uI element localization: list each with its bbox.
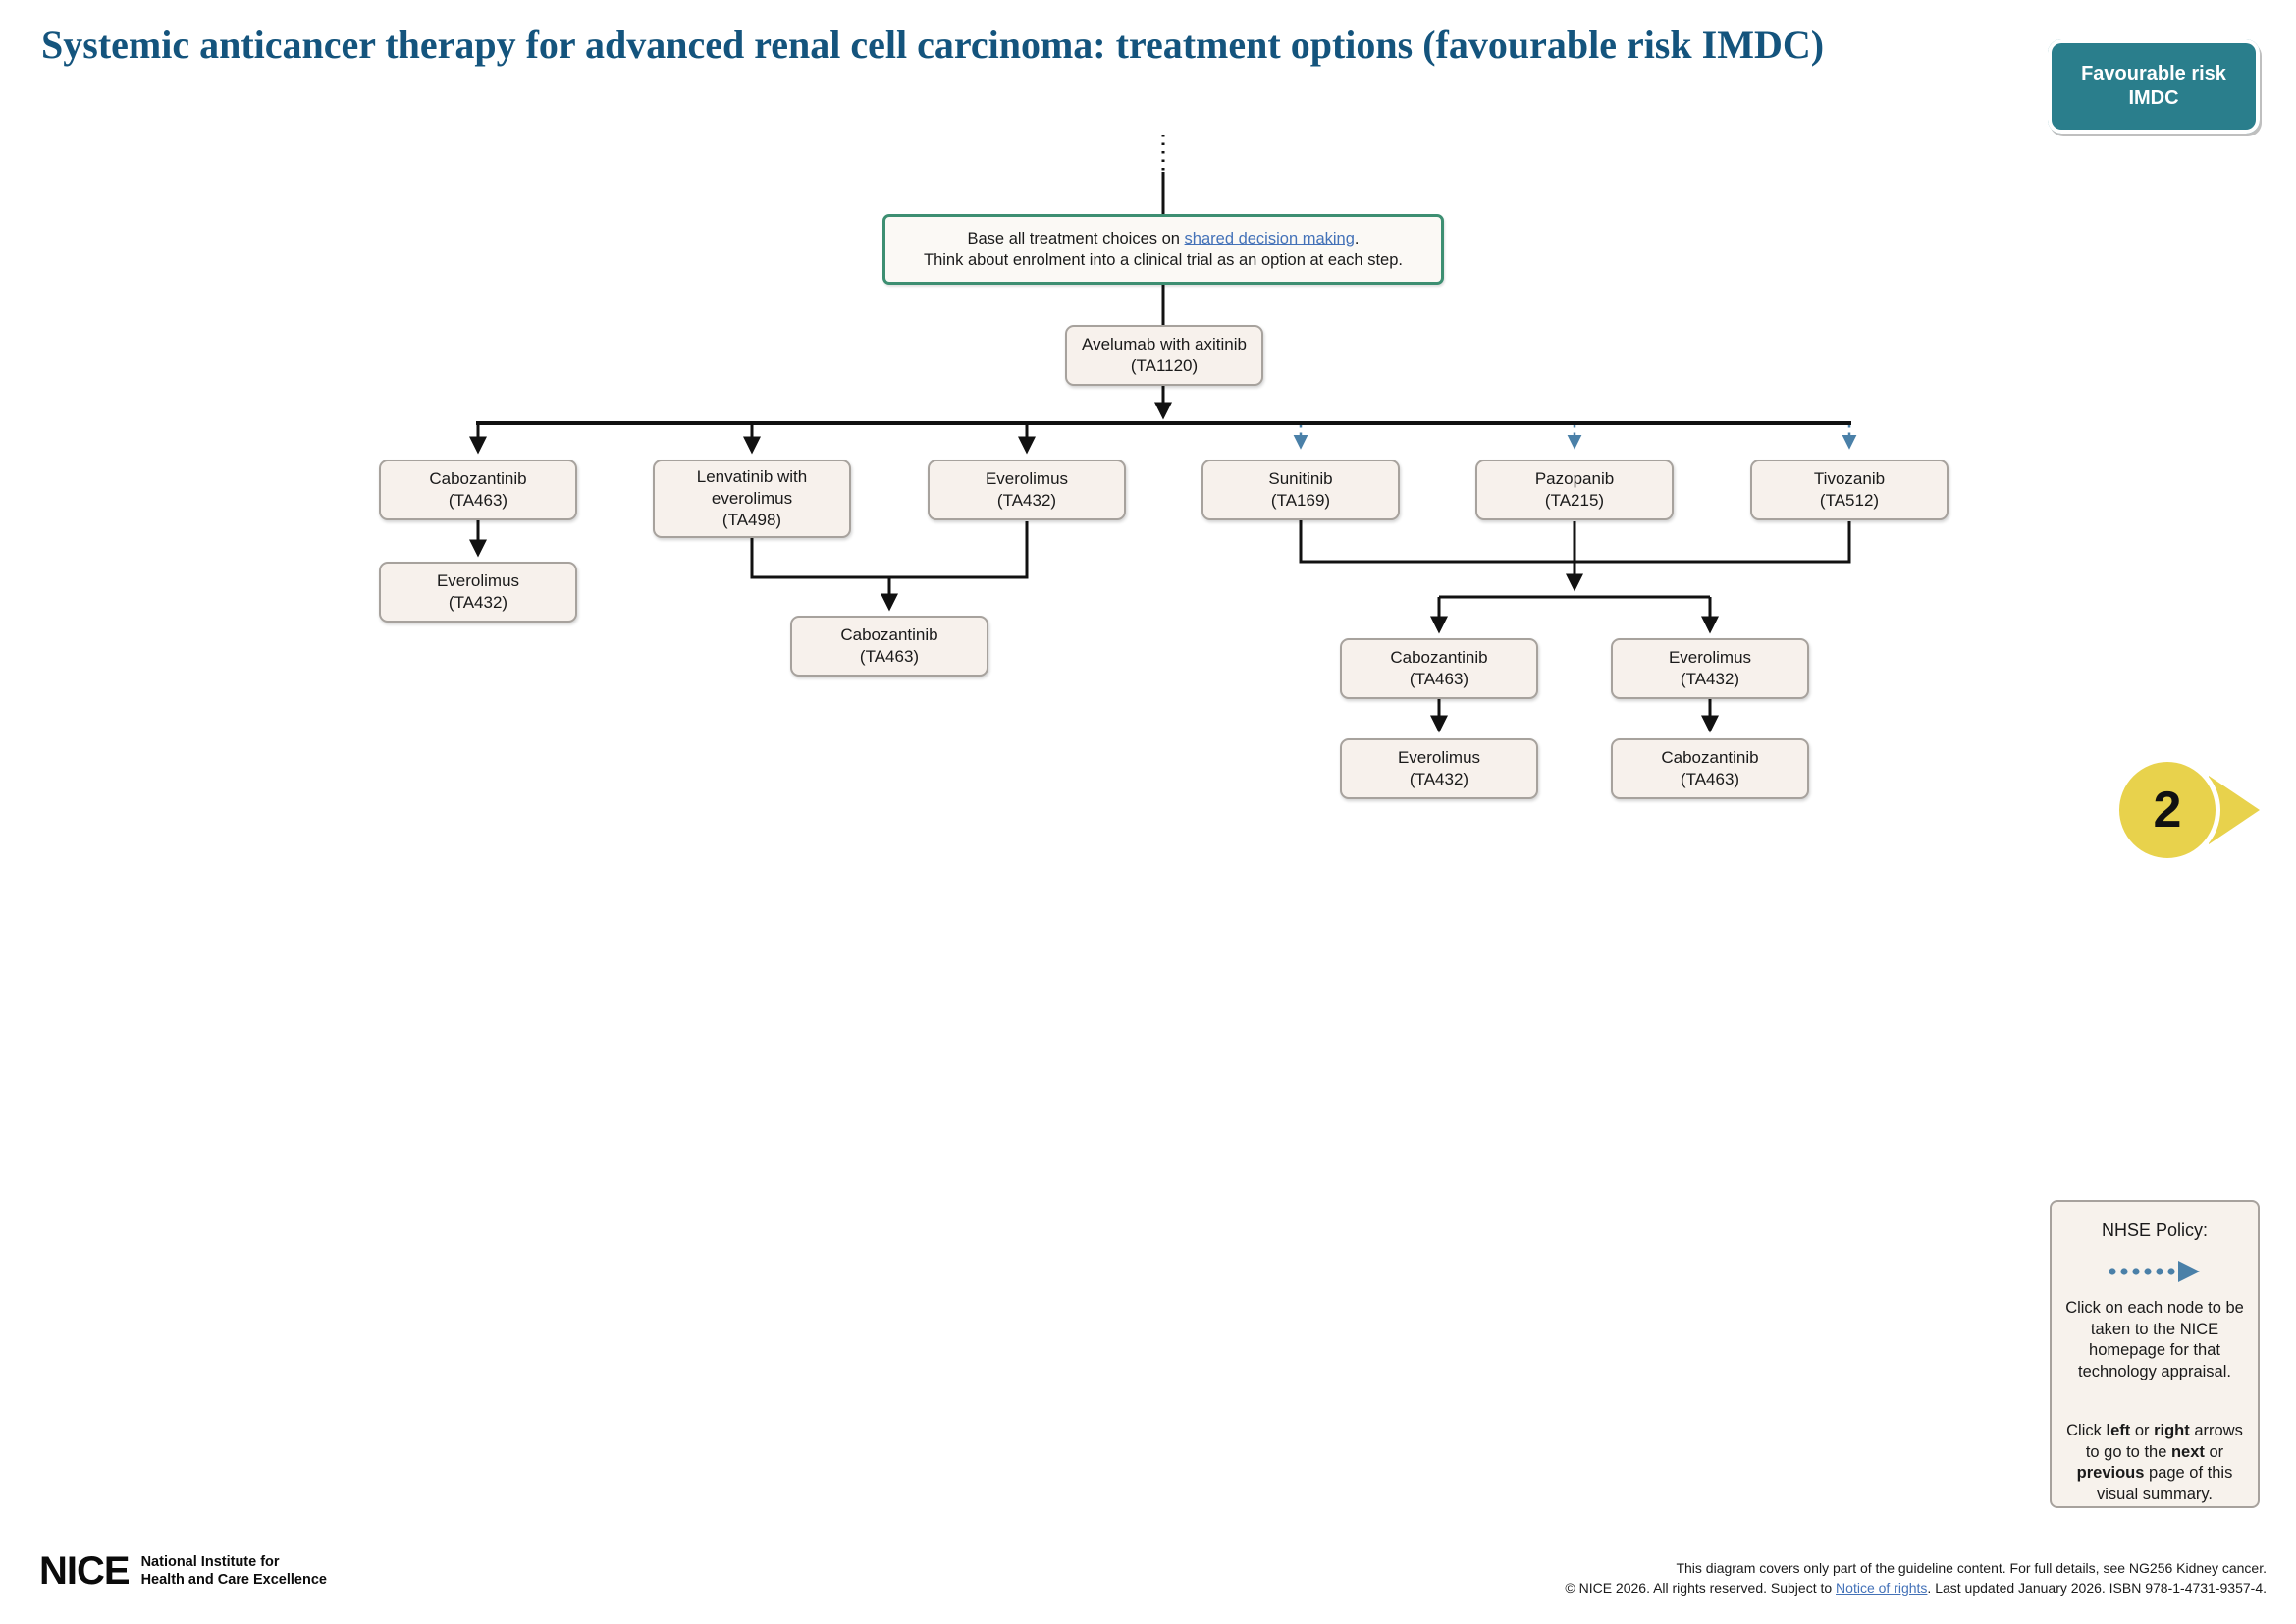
nhse-policy-dotted-arrows [1293, 425, 1857, 450]
node-everolimus-second-line[interactable]: Everolimus (TA432) [928, 460, 1126, 520]
node-label: Cabozantinib [429, 468, 527, 488]
node-ta-code: (TA463) [859, 647, 920, 666]
node-cabozantinib-second-line[interactable]: Cabozantinib (TA463) [379, 460, 577, 520]
node-label: Cabozantinib [1390, 647, 1488, 667]
node-ta-code: (TA498) [721, 511, 782, 530]
legend-click-node-text: Click on each node to be taken to the NI… [2065, 1298, 2244, 1381]
risk-group-badge: Favourable risk IMDC [2048, 39, 2260, 134]
node-everolimus-after-vegf-tki[interactable]: Everolimus (TA432) [1611, 638, 1809, 699]
badge-line2: IMDC [2128, 87, 2179, 109]
nice-logo-wordmark: NICE [39, 1549, 131, 1593]
page-number: 2 [2153, 782, 2182, 839]
node-ta-code: (TA432) [1680, 670, 1740, 688]
node-lenvatinib-everolimus[interactable]: Lenvatinib with everolimus (TA498) [653, 460, 851, 538]
legend-text-bold: next [2170, 1442, 2205, 1461]
nice-logo: NICE National Institute for Health and C… [39, 1549, 327, 1594]
node-label: Everolimus [436, 570, 520, 590]
node-label: Everolimus [1668, 647, 1752, 667]
legend-text-bold: previous [2076, 1464, 2145, 1483]
node-label: Sunitinib [1268, 468, 1333, 488]
copyright-text-end: . Last updated January 2026. ISBN 978-1-… [1927, 1579, 2267, 1596]
legend-title: NHSE Policy: [2101, 1220, 2209, 1240]
node-tivozanib[interactable]: Tivozanib (TA512) [1750, 460, 1949, 520]
node-avelumab-axitinib[interactable]: Avelumab with axitinib (TA1120) [1065, 325, 1263, 386]
node-ta-code: (TA169) [1270, 491, 1331, 510]
footer-copyright: © NICE 2026. All rights reserved. Subjec… [1565, 1579, 2267, 1598]
solid-connectors [469, 135, 1851, 733]
node-label: Pazopanib [1534, 468, 1615, 488]
legend-text: or [2130, 1421, 2155, 1439]
node-ta-code: (TA432) [448, 593, 508, 612]
node-label: Cabozantinib [840, 624, 938, 644]
node-cabozantinib-after-lenvatinib-everolimus[interactable]: Cabozantinib (TA463) [790, 616, 988, 677]
copyright-text: © NICE 2026. All rights reserved. Subjec… [1565, 1579, 1837, 1596]
footer-disclaimer: This diagram covers only part of the gui… [1565, 1559, 2267, 1597]
legend-text: or [2204, 1442, 2224, 1461]
legend-text-bold: left [2106, 1421, 2131, 1439]
node-cabozantinib-after-vegf-tki[interactable]: Cabozantinib (TA463) [1340, 638, 1538, 699]
node-ta-code: (TA463) [1409, 670, 1469, 688]
node-ta-code: (TA512) [1819, 491, 1880, 510]
node-ta-code: (TA215) [1544, 491, 1605, 510]
decision-text: Base all treatment choices on [967, 229, 1185, 247]
node-label: Lenvatinib with everolimus [696, 466, 808, 508]
decision-line1: Base all treatment choices on shared dec… [968, 228, 1360, 249]
nice-logo-subtitle-line2: Health and Care Excellence [140, 1571, 327, 1588]
nhse-policy-legend: NHSE Policy: Click on each node to be ta… [2050, 1200, 2260, 1508]
nhse-dotted-arrow-icon [2109, 1260, 2200, 1282]
shared-decision-note: Base all treatment choices on shared dec… [882, 214, 1444, 285]
decision-text-end: . [1354, 229, 1360, 247]
node-ta-code: (TA463) [1680, 770, 1740, 788]
node-pazopanib[interactable]: Pazopanib (TA215) [1475, 460, 1674, 520]
node-cabozantinib-after-everolimus-right[interactable]: Cabozantinib (TA463) [1611, 738, 1809, 799]
nice-logo-subtitle-line1: National Institute for [140, 1554, 280, 1571]
legend-text: page of this visual summary. [2097, 1464, 2233, 1504]
node-label: Everolimus [985, 468, 1069, 488]
node-ta-code: (TA432) [1409, 770, 1469, 788]
badge-line1: Favourable risk [2081, 63, 2226, 84]
notice-of-rights-link[interactable]: Notice of rights [1836, 1579, 1928, 1596]
node-everolimus-after-cabozantinib-right[interactable]: Everolimus (TA432) [1340, 738, 1538, 799]
node-everolimus-after-cabozantinib[interactable]: Everolimus (TA432) [379, 562, 577, 623]
legend-click-arrows-text: Click left or right arrows to go to the … [2061, 1421, 2248, 1506]
node-label: Everolimus [1397, 747, 1481, 767]
decision-line2: Think about enrolment into a clinical tr… [924, 251, 1403, 269]
page-title: Systemic anticancer therapy for advanced… [41, 23, 1825, 67]
legend-text: arrows to go to the [2085, 1421, 2243, 1461]
nice-logo-subtitle: National Institute for Health and Care E… [141, 1554, 327, 1589]
legend-text-bold: right [2154, 1421, 2190, 1439]
node-ta-code: (TA432) [996, 491, 1057, 510]
node-label: Avelumab with axitinib [1082, 334, 1247, 353]
page-number-badge[interactable]: 2 [2114, 757, 2220, 863]
legend-text: Click [2066, 1421, 2107, 1439]
shared-decision-making-link[interactable]: shared decision making [1184, 229, 1355, 247]
node-ta-code: (TA463) [448, 491, 508, 510]
node-sunitinib[interactable]: Sunitinib (TA169) [1201, 460, 1400, 520]
node-ta-code: (TA1120) [1130, 356, 1199, 375]
node-label: Cabozantinib [1661, 747, 1759, 767]
footer-guideline-note: This diagram covers only part of the gui… [1676, 1560, 2267, 1576]
node-label: Tivozanib [1813, 468, 1886, 488]
